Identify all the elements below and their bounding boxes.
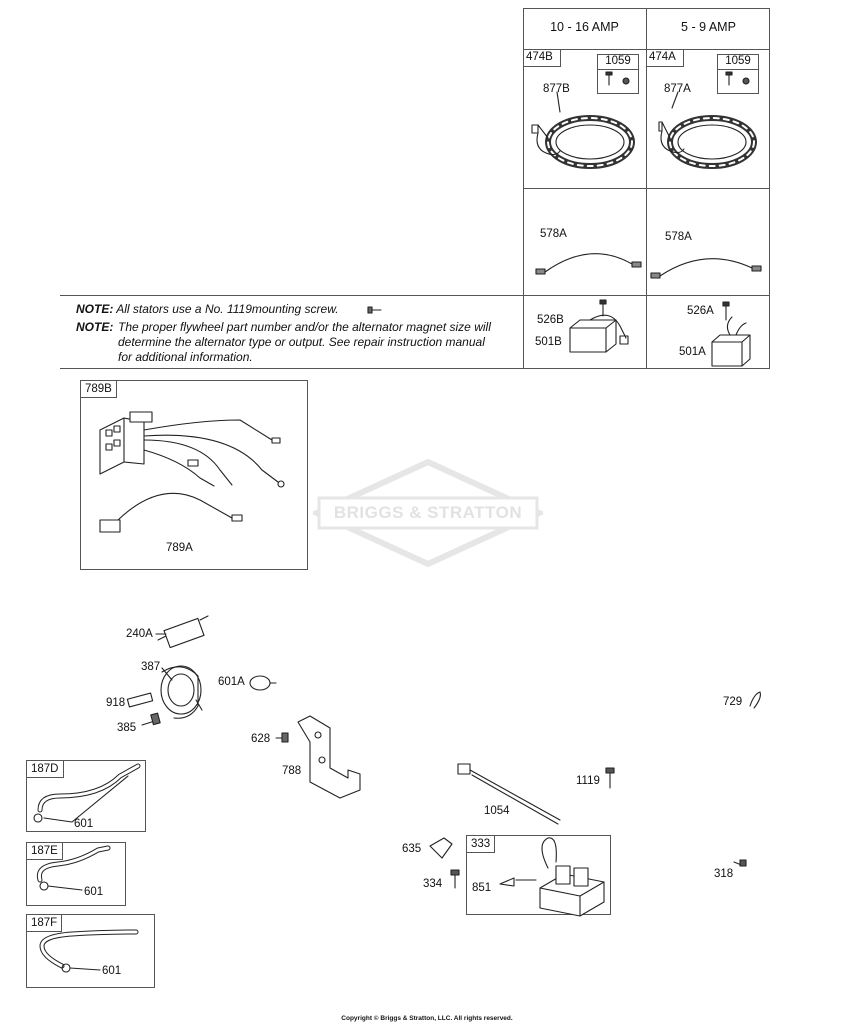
briggs-stratton-watermark — [313, 458, 543, 568]
label-1054: 1054 — [484, 805, 510, 817]
fuel-line-icon — [36, 845, 111, 891]
label-628: 628 — [251, 733, 271, 745]
col-header-10-16-amp: 10 - 16 AMP — [550, 20, 619, 34]
lead-wire-icon — [535, 253, 642, 275]
screw-icon — [141, 712, 161, 726]
label-501b: 501B — [535, 336, 562, 348]
label-526a: 526A — [687, 305, 714, 317]
tag-187d: 187D — [27, 761, 64, 778]
screw-icon — [275, 732, 289, 743]
label-318: 318 — [714, 868, 734, 880]
bracket-icon — [297, 715, 361, 799]
note-line-2: NOTE: — [76, 320, 113, 334]
screw-kit-box-b — [597, 54, 639, 94]
fuel-line-icon — [39, 929, 139, 973]
tag-187e: 187E — [27, 843, 63, 860]
nut-icon — [742, 77, 750, 85]
label-240a: 240A — [126, 628, 153, 640]
watermark-text: BRIGGS & STRATTON — [333, 503, 523, 522]
ignition-coil-icon — [499, 837, 605, 917]
label-385: 385 — [117, 722, 137, 734]
label-877a: 877A — [664, 83, 691, 95]
label-851: 851 — [472, 882, 492, 894]
table-row-divider-1 — [523, 49, 770, 50]
note-text-1: All stators use a No. 1119mounting screw… — [116, 302, 339, 316]
fitting-icon — [429, 837, 453, 859]
table-row-divider-3 — [60, 295, 770, 296]
tag-333: 333 — [467, 836, 496, 853]
mounting-screw-icon — [367, 306, 382, 314]
stator-ring-icon — [531, 115, 635, 169]
screw-kit-tag-b: 1059 — [597, 54, 639, 70]
tie-strap-icon — [457, 763, 561, 825]
label-601-d: 601 — [74, 818, 94, 830]
note-line-1: NOTE: All stators use a No. 1119mounting… — [76, 302, 339, 316]
nut-icon — [622, 77, 630, 85]
screw-kit-tag-a: 1059 — [717, 54, 759, 70]
label-334: 334 — [423, 878, 443, 890]
lead-wire-icon — [650, 258, 762, 279]
label-578a-b: 578A — [540, 228, 567, 240]
label-918: 918 — [106, 697, 126, 709]
label-578a-a: 578A — [665, 231, 692, 243]
note-label-2: NOTE: — [76, 320, 114, 334]
screw-icon — [450, 869, 460, 889]
label-601-e: 601 — [84, 886, 104, 898]
copyright: Copyright © Briggs & Stratton, LLC. All … — [341, 1015, 513, 1022]
box-187f: 187F — [26, 914, 155, 988]
note-bottom-line — [60, 368, 524, 369]
note-text-2a: The proper flywheel part number and/or t… — [118, 320, 491, 334]
box-187e: 187E — [26, 842, 126, 906]
label-601a: 601A — [218, 676, 245, 688]
tag-187f: 187F — [27, 915, 63, 932]
label-501a: 501A — [679, 346, 706, 358]
note-text-2b: determine the alternator type or output.… — [118, 335, 485, 349]
screw-icon — [605, 767, 615, 789]
box-333: 333 — [466, 835, 611, 915]
fitting-icon — [126, 692, 154, 708]
tag-789b: 789B — [81, 381, 117, 398]
stator-ring-icon — [658, 115, 757, 169]
note-label-1: NOTE: — [76, 302, 114, 316]
fuel-line-icon — [33, 763, 141, 823]
table-row-divider-2 — [523, 188, 770, 189]
fuel-filter-icon — [157, 615, 209, 649]
tag-474a: 474A — [646, 49, 684, 67]
note-text-2c: for additional information. — [118, 350, 253, 364]
label-601-f: 601 — [102, 965, 122, 977]
label-635: 635 — [402, 843, 422, 855]
label-1119: 1119 — [576, 775, 600, 787]
tag-474b: 474B — [523, 49, 561, 67]
screw-icon — [725, 71, 733, 86]
label-877b: 877B — [543, 83, 570, 95]
label-526b: 526B — [537, 314, 564, 326]
wiring-harness-icon — [99, 411, 285, 533]
screw-icon — [733, 859, 747, 867]
regulator-icon — [711, 301, 751, 367]
clip-icon — [749, 691, 761, 709]
box-187d: 187D — [26, 760, 146, 832]
label-387: 387 — [141, 661, 161, 673]
screw-icon — [605, 71, 613, 86]
box-789b: 789B — [80, 380, 308, 570]
label-729: 729 — [723, 696, 743, 708]
clamp-icon — [249, 675, 277, 691]
screw-kit-box-a — [717, 54, 759, 94]
regulator-icon — [569, 299, 629, 353]
label-789a: 789A — [166, 542, 193, 554]
col-header-5-9-amp: 5 - 9 AMP — [681, 20, 736, 34]
label-788: 788 — [282, 765, 302, 777]
